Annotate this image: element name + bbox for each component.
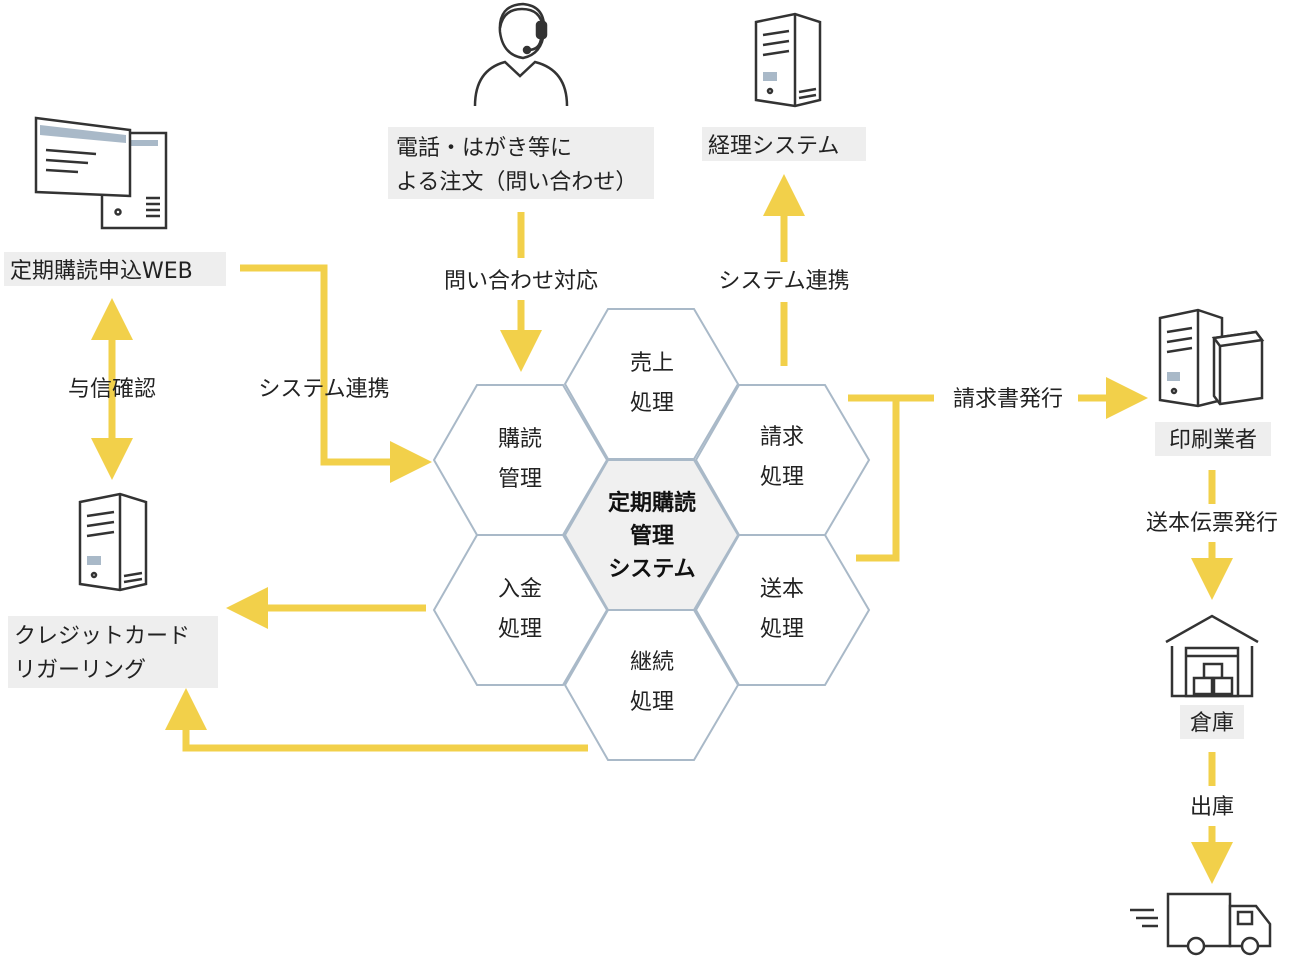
continuation-to-credit-arrow <box>165 688 588 752</box>
sales-line-2: 処理 <box>630 391 674 416</box>
credit-line-2: リガーリング <box>14 658 146 683</box>
flow-arrows <box>91 174 1233 884</box>
hex-sales <box>563 308 740 460</box>
system-link-left-label: システム連携 <box>258 377 389 402</box>
accounting-label: 経理システム <box>708 134 839 159</box>
center-line-2: 管理 <box>630 523 674 549</box>
system-link-top-label: システム連携 <box>718 269 849 294</box>
continuation-line-1: 継続 <box>630 650 674 675</box>
web-to-system-arrow <box>240 264 432 483</box>
sales-line-1: 売上 <box>630 351 674 376</box>
delivery-truck-icon <box>1130 892 1272 956</box>
payment-line-2: 処理 <box>498 617 542 642</box>
center-line-3: システム <box>608 557 695 582</box>
billing-line-1: 請求 <box>760 425 804 450</box>
printer-label: 印刷業者 <box>1169 428 1257 453</box>
hex-cluster <box>432 308 871 761</box>
delivery-slip-label: 送本伝票発行 <box>1146 511 1278 536</box>
printer-server-icon <box>1158 308 1265 408</box>
web-terminal-icon <box>34 116 168 230</box>
continuation-line-2: 処理 <box>630 690 674 715</box>
warehouse-box <box>1180 705 1244 739</box>
hex-continuation <box>563 609 740 761</box>
subscription-line-1: 購読 <box>498 427 542 452</box>
phone-line-2: よる注文（問い合わせ） <box>396 170 637 195</box>
credit-line-1: クレジットカード <box>14 624 190 649</box>
hex-labels: 定期購読 管理 システム 売上 処理 購読 管理 請求 処理 入金 処理 送本 … <box>498 351 804 715</box>
label-boxes: 定期購読申込WEB 電話・はがき等に よる注文（問い合わせ） 経理システム 印刷… <box>4 127 1271 739</box>
payment-line-1: 入金 <box>498 577 542 602</box>
center-line-1: 定期購読 <box>608 490 696 516</box>
warehouse-label: 倉庫 <box>1190 711 1234 736</box>
operator-headset-icon <box>473 2 569 107</box>
credit-box <box>8 616 218 688</box>
subscription-line-2: 管理 <box>498 467 542 492</box>
inquiry-label: 問い合わせ対応 <box>444 269 598 294</box>
web-label: 定期購読申込WEB <box>10 259 193 284</box>
warehouse-icon <box>1165 614 1259 698</box>
server-icon <box>754 12 822 108</box>
phone-box <box>388 127 654 199</box>
web-box <box>4 252 226 286</box>
credit-check-label: 与信確認 <box>68 377 156 402</box>
billing-line-2: 処理 <box>760 465 804 490</box>
flow-labels: 与信確認 システム連携 問い合わせ対応 システム連携 請求書発行 送本伝票発行 … <box>68 269 1278 820</box>
shipping-line-2: 処理 <box>760 617 804 642</box>
dispatch-label: 出庫 <box>1190 795 1234 820</box>
printer-box <box>1155 422 1271 456</box>
server-icon-credit <box>78 492 148 592</box>
accounting-box <box>702 127 866 161</box>
invoice-label: 請求書発行 <box>953 387 1063 412</box>
phone-line-1: 電話・はがき等に <box>396 136 572 161</box>
shipping-line-1: 送本 <box>760 577 804 602</box>
billing-to-printer-bracket <box>848 394 900 562</box>
